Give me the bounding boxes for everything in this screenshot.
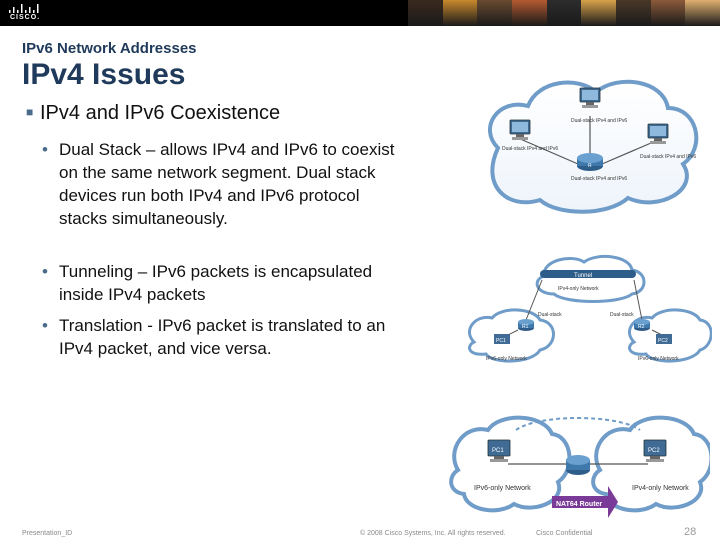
right-cloud-label: IPv6-only Network bbox=[638, 356, 679, 362]
cisco-logo-text: CISCO. bbox=[10, 14, 41, 21]
bullet-dot-icon: • bbox=[42, 262, 48, 281]
right-cloud-label: IPv4-only Network bbox=[632, 485, 689, 492]
dual-stack-diagram: Dual-stack IPv4 and IPv6 Dual-stack IPv4… bbox=[487, 79, 699, 214]
r2-dual-label: Dual-stack bbox=[610, 312, 634, 318]
tunnel-pipe bbox=[540, 270, 636, 278]
page-number: 28 bbox=[684, 526, 697, 538]
banner-photo bbox=[581, 0, 617, 26]
left-pc-label: Dual-stack IPv4 and IPv6 bbox=[502, 146, 558, 152]
nat64-arrow bbox=[552, 486, 618, 518]
cisco-logo-bars-icon bbox=[9, 4, 39, 13]
banner-photo bbox=[408, 0, 443, 26]
top-pc-label: Dual-stack IPv4 and IPv6 bbox=[571, 118, 627, 124]
footer-presentation-id: Presentation_ID bbox=[22, 530, 73, 537]
pc1-label: PC1 bbox=[492, 448, 504, 454]
left-cloud-label: IPv6-only Network bbox=[486, 356, 527, 362]
router-id: R bbox=[588, 163, 592, 169]
banner-photo bbox=[616, 0, 651, 26]
network-cloud bbox=[487, 79, 699, 214]
router-icon bbox=[577, 153, 603, 171]
r1-dual-label: Dual-stack bbox=[538, 312, 562, 318]
top-banner: CISCO. bbox=[0, 0, 720, 26]
sub-bullet-tunneling: • Tunneling – IPv6 packets is encapsulat… bbox=[42, 260, 402, 306]
cisco-logo: CISCO. bbox=[8, 4, 42, 22]
square-bullet-icon: ■ bbox=[26, 105, 34, 119]
r2-label: R2 bbox=[638, 324, 645, 330]
pc-icon bbox=[579, 87, 601, 108]
router-icon bbox=[634, 319, 650, 331]
bullet-dot-icon: • bbox=[42, 316, 48, 335]
pc-icon bbox=[494, 334, 510, 344]
sub-bullet-dual-stack: • Dual Stack – allows IPv4 and IPv6 to c… bbox=[42, 138, 402, 230]
main-bullet: ■ IPv4 and IPv6 Coexistence bbox=[26, 102, 280, 125]
slide-subtitle: IPv6 Network Addresses bbox=[22, 40, 197, 57]
right-ipv4-cloud bbox=[591, 415, 710, 513]
banner-photo bbox=[546, 0, 582, 26]
left-cloud-label: IPv6-only Network bbox=[474, 485, 531, 492]
ipv4-cloud bbox=[535, 254, 646, 303]
bullet-dot-icon: • bbox=[42, 140, 48, 159]
router-icon bbox=[566, 455, 590, 475]
router-icon bbox=[518, 319, 534, 331]
slide-title: IPv4 Issues bbox=[22, 58, 186, 91]
pc-icon bbox=[643, 439, 667, 462]
pc-icon bbox=[647, 123, 669, 144]
pc-icon bbox=[509, 119, 531, 140]
sub-bullet-text: Dual Stack – allows IPv4 and IPv6 to coe… bbox=[59, 140, 395, 228]
ipv4-cloud-label: IPv4-only Network bbox=[558, 286, 599, 292]
sub-bullet-text: Tunneling – IPv6 packets is encapsulated… bbox=[59, 262, 373, 304]
pc-icon bbox=[656, 334, 672, 344]
router-label: Dual-stack IPv4 and IPv6 bbox=[571, 176, 627, 182]
banner-photo bbox=[442, 0, 478, 26]
banner-photo bbox=[512, 0, 547, 26]
sub-bullet-text: Translation - IPv6 packet is translated … bbox=[59, 316, 386, 358]
r1-label: R1 bbox=[522, 324, 529, 330]
right-pc-label: Dual-stack IPv4 and IPv6 bbox=[640, 154, 696, 160]
pc2-label: PC2 bbox=[648, 448, 660, 454]
banner-photo bbox=[685, 0, 720, 26]
banner-photos bbox=[408, 0, 720, 26]
tunneling-diagram: Tunnel IPv4-only Network R1 R2 Dual-stac… bbox=[468, 254, 712, 363]
pc2-label: PC2 bbox=[658, 338, 668, 344]
footer-copyright: © 2008 Cisco Systems, Inc. All rights re… bbox=[360, 530, 506, 537]
footer-confidential: Cisco Confidential bbox=[536, 530, 593, 537]
main-bullet-text: IPv4 and IPv6 Coexistence bbox=[40, 102, 281, 124]
pc1-label: PC1 bbox=[496, 338, 506, 344]
banner-photo bbox=[650, 0, 686, 26]
pc-icon bbox=[487, 439, 511, 462]
translation-diagram: PC1 PC2 IPv6-only Network IPv4-only Netw… bbox=[449, 415, 710, 518]
tunnel-label: Tunnel bbox=[574, 273, 592, 279]
nat64-router-label: NAT64 Router bbox=[556, 501, 602, 508]
banner-photo bbox=[477, 0, 513, 26]
sub-bullet-translation: • Translation - IPv6 packet is translate… bbox=[42, 314, 402, 360]
